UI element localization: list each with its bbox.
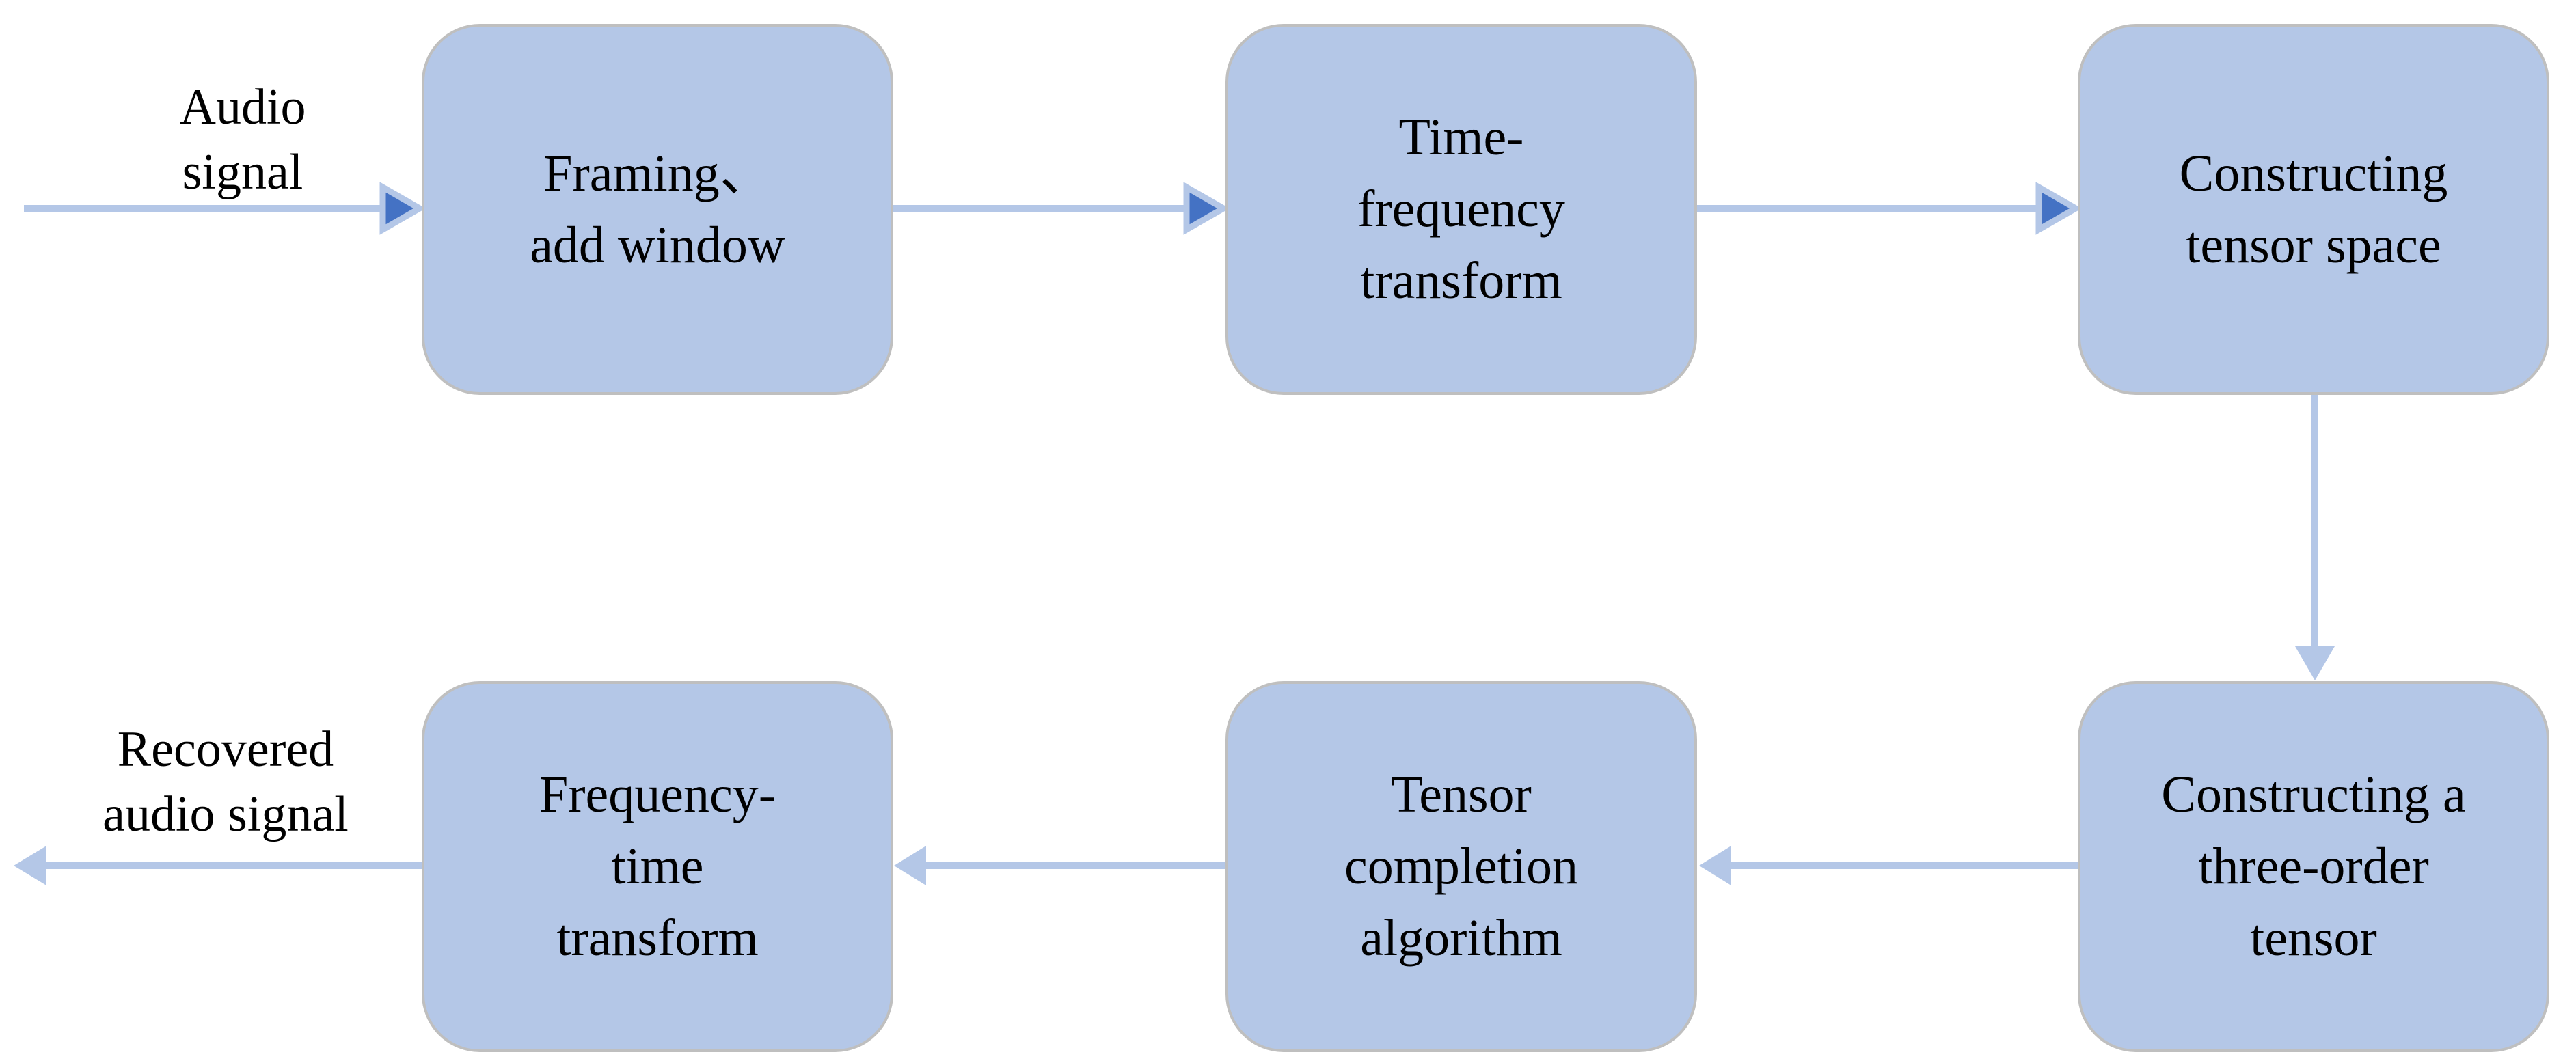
node-framing: Framing、 add window xyxy=(422,24,893,395)
node-constructing-tensor-space-label: Constructing tensor space xyxy=(2179,144,2448,274)
arrow-audio-input-head xyxy=(379,182,426,235)
arrow-recovered-output-head xyxy=(14,846,46,885)
arrow-audio-input xyxy=(24,182,426,235)
input-label-audio-signal: Audio signal xyxy=(179,79,306,200)
node-frequency-time-transform: Frequency- time transform xyxy=(422,681,893,1052)
arrow-tf-to-tensorspace xyxy=(1697,182,2083,235)
arrow-recovered-output xyxy=(14,846,422,885)
arrow-threeorder-to-completion-head xyxy=(1699,846,1731,885)
output-label-recovered-audio-signal: Recovered audio signal xyxy=(103,721,349,842)
node-constructing-three-order-tensor: Constructing a three-order tensor xyxy=(2078,681,2549,1052)
arrow-threeorder-to-completion xyxy=(1699,846,2078,885)
node-frequency-time-transform-label: Frequency- time transform xyxy=(539,766,776,967)
node-framing-label: Framing、 add window xyxy=(530,144,785,274)
arrow-tf-to-tensorspace-head xyxy=(2035,182,2083,235)
node-constructing-tensor-space: Constructing tensor space xyxy=(2078,24,2549,395)
arrow-framing-to-tf-head xyxy=(1183,182,1230,235)
node-time-frequency-transform: Time- frequency transform xyxy=(1225,24,1697,395)
node-tensor-completion-algorithm: Tensor completion algorithm xyxy=(1225,681,1697,1052)
node-constructing-three-order-tensor-label: Constructing a three-order tensor xyxy=(2161,766,2466,967)
arrow-tensorspace-to-threeorder xyxy=(2295,395,2335,680)
arrow-tensorspace-to-threeorder-head xyxy=(2295,646,2335,680)
node-time-frequency-transform-label: Time- frequency transform xyxy=(1357,109,1565,309)
node-tensor-completion-algorithm-label: Tensor completion algorithm xyxy=(1344,766,1578,967)
arrow-completion-to-ft-head xyxy=(894,846,926,885)
arrow-framing-to-tf xyxy=(893,182,1230,235)
arrow-completion-to-ft xyxy=(894,846,1225,885)
